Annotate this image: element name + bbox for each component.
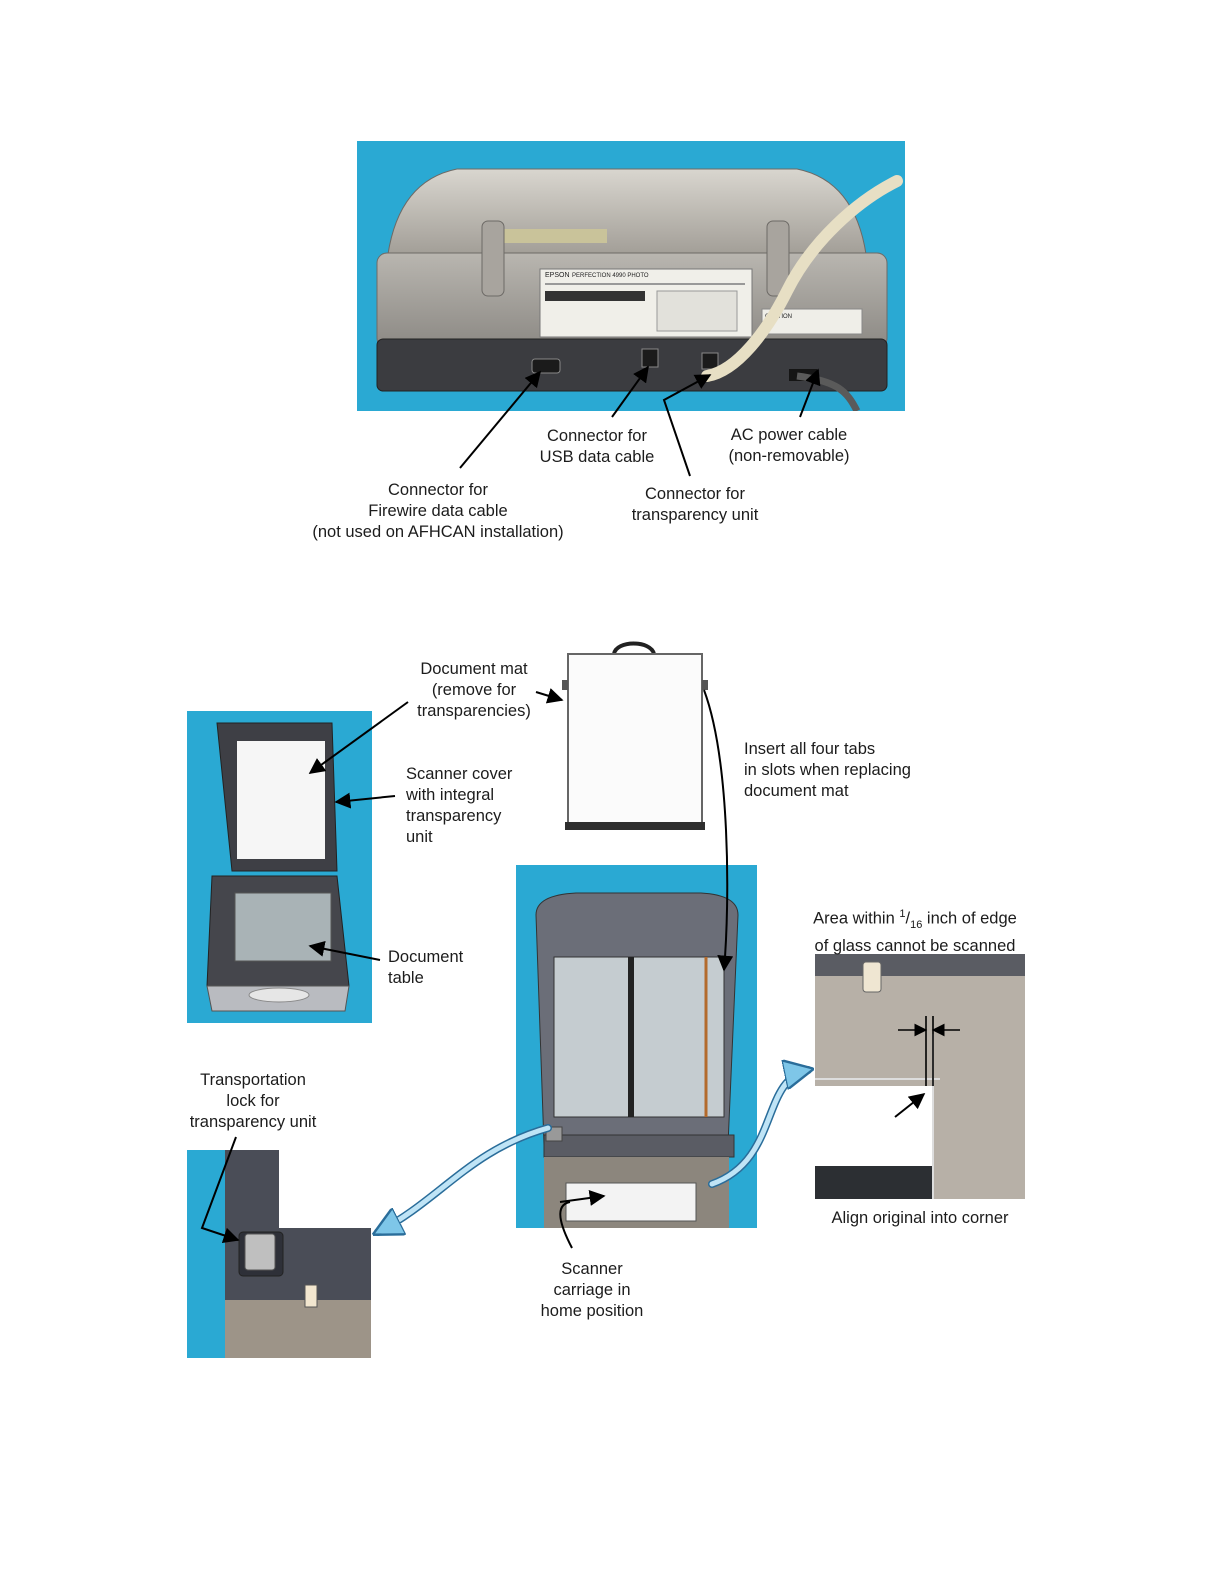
blue-arrow-lock xyxy=(378,1125,551,1232)
scanner-cover-open-photo xyxy=(516,865,757,1228)
arrow-carriage xyxy=(559,1201,573,1249)
arrow-corner xyxy=(894,1093,926,1118)
arrow-transport-lock xyxy=(200,1136,240,1244)
scanner-cover-illustration xyxy=(535,892,739,1228)
glass-corner-photo xyxy=(815,954,1025,1199)
arrow-firewire xyxy=(459,370,542,469)
rear-label-model: PERFECTION 4990 PHOTO xyxy=(572,273,649,279)
arrow-scanner-cover xyxy=(334,792,396,809)
scanner-rear-photo: EPSON PERFECTION 4990 PHOTO CAUTION xyxy=(357,141,905,411)
arrow-document-table xyxy=(308,940,381,961)
scanner-open-illustration xyxy=(206,722,350,1012)
arrow-insert-tabs xyxy=(703,689,734,972)
scanner-open-photo xyxy=(187,711,372,1023)
transport-lock-illustration xyxy=(225,1150,371,1358)
scanner-rear-illustration: EPSON PERFECTION 4990 PHOTO CAUTION xyxy=(376,168,903,411)
rear-label-brand: EPSON xyxy=(545,272,570,279)
label-area-edge: Area within 1/16 inch of edge of glass c… xyxy=(813,908,1017,955)
document-mat-photo xyxy=(556,640,716,832)
label-align-original: Align original into corner xyxy=(831,1209,1009,1227)
edge-width-indicator xyxy=(898,1016,960,1086)
arrow-transparency xyxy=(662,374,712,477)
label-ac-power: AC power cable(non-removable) xyxy=(728,426,850,465)
arrow-document-mat xyxy=(535,688,564,704)
blue-arrow-corner xyxy=(709,1070,808,1187)
document-mat-illustration xyxy=(562,641,708,830)
arrow-ac-power xyxy=(799,368,821,418)
arrow-usb xyxy=(611,365,649,418)
arrow-document-mat-open xyxy=(308,701,409,774)
glass-corner-illustration xyxy=(815,954,1025,1199)
